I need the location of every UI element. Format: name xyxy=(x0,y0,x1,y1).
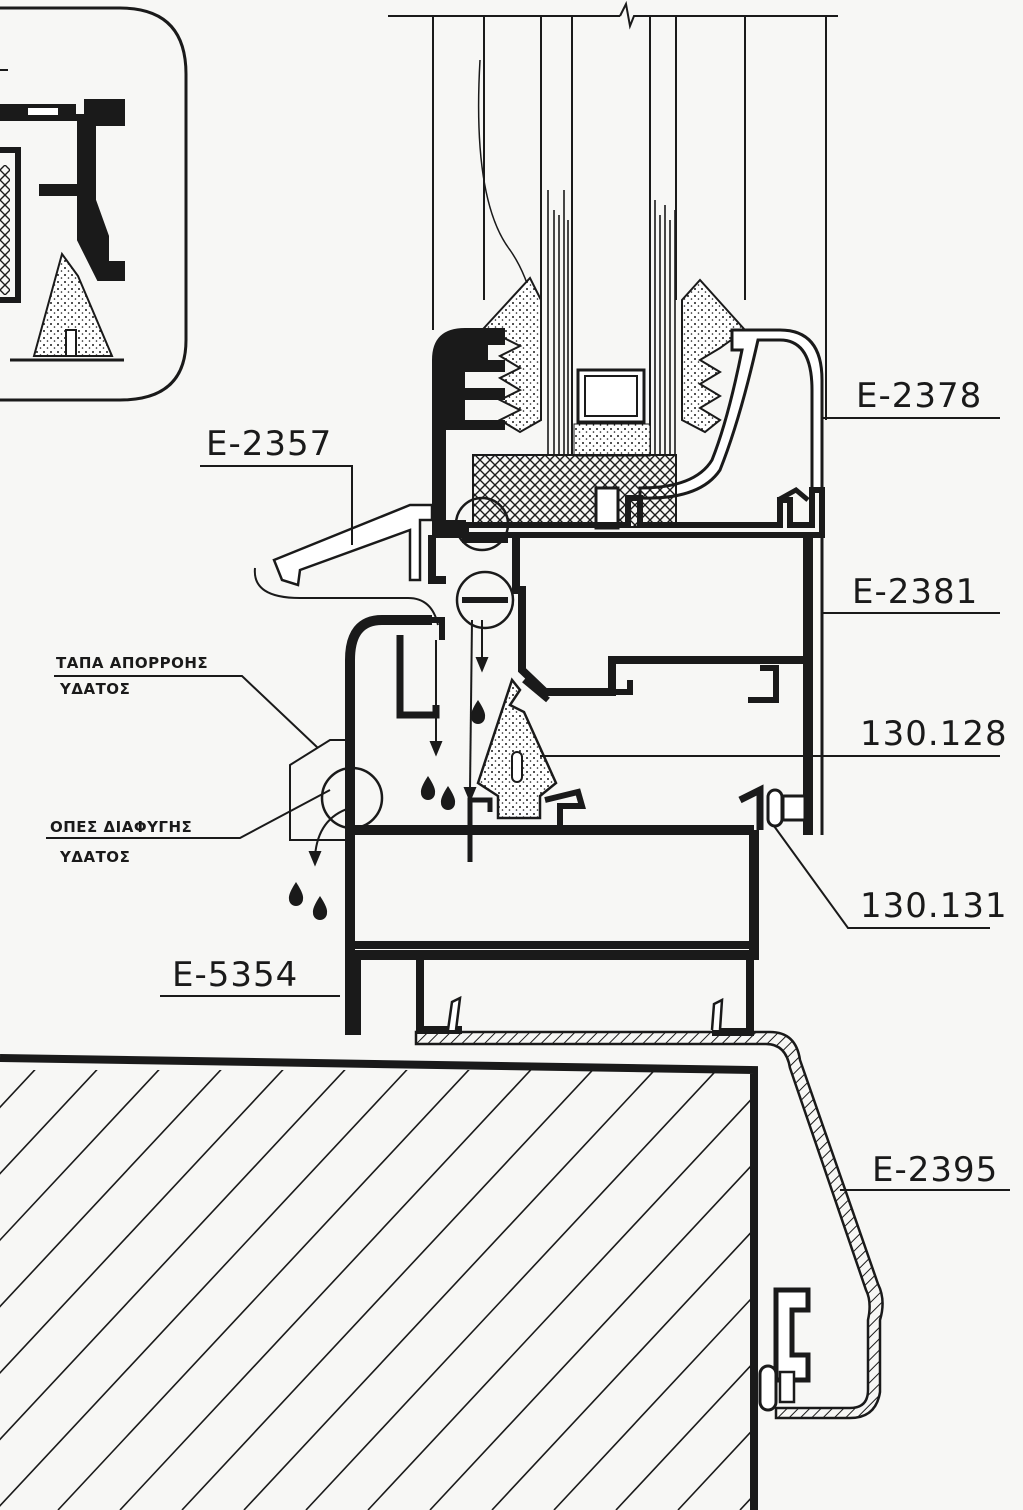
water-drop-icon xyxy=(312,896,328,920)
lower-drainage-frame xyxy=(289,615,807,841)
water-drop-icon xyxy=(440,786,456,810)
glazing-unit xyxy=(388,0,838,457)
water-drop-icon xyxy=(288,882,304,906)
inset-detail-panel xyxy=(0,6,188,402)
flow-arrow-icon xyxy=(475,620,489,673)
detail-circle-icon xyxy=(454,496,510,552)
flow-arrow-icon xyxy=(429,640,443,757)
hatched-wall-icon xyxy=(0,1054,758,1510)
sill-frame-profile xyxy=(345,830,759,1036)
frame-profile xyxy=(428,490,824,835)
label-130-131: 130.131 xyxy=(860,886,1008,926)
flow-arrow-icon xyxy=(463,619,477,803)
note-drain-cap-line2: ΥΔΑΤΟΣ xyxy=(60,680,131,698)
label-e2381: E-2381 xyxy=(852,572,979,612)
leader-lines xyxy=(46,417,1010,1191)
label-e2357: E-2357 xyxy=(206,424,333,464)
flow-arrow-icon xyxy=(308,807,351,867)
detail-circle-icon xyxy=(320,766,384,830)
label-e5354: E-5354 xyxy=(172,955,299,995)
label-e2395: E-2395 xyxy=(872,1150,999,1190)
detail-circle-icon xyxy=(455,570,515,630)
water-drop-icon xyxy=(420,776,436,800)
note-escape-holes-line2: ΥΔΑΤΟΣ xyxy=(60,848,131,866)
water-drop-icon xyxy=(470,700,486,724)
note-drain-cap-line1: ΤΑΠΑ ΑΠΟΡΡΟΗΣ xyxy=(56,654,209,672)
drip-deflector xyxy=(253,503,439,626)
label-e2378: E-2378 xyxy=(856,376,983,416)
note-escape-holes-line1: ΟΠΕΣ ΔΙΑΦΥΓΗΣ xyxy=(50,818,193,836)
sill-flashing-profile xyxy=(414,1030,884,1420)
label-130-128: 130.128 xyxy=(860,714,1008,754)
